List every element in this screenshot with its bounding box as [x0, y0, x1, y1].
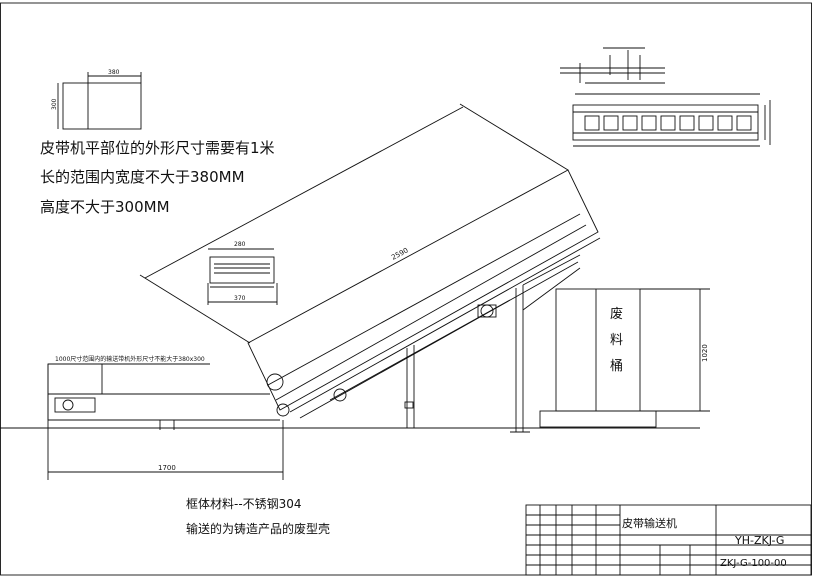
- incline-conveyor: [139, 103, 601, 419]
- support-legs: [400, 254, 581, 433]
- title-block-name: 皮带输送机: [622, 516, 677, 530]
- dim-box-width: 380: [108, 69, 120, 76]
- title-block-drawing-no: ZKJ-G-100-00: [720, 558, 787, 569]
- dim-bin-height: 1020: [701, 344, 709, 362]
- dim-flat-note: 1000尺寸范围内的输送带机外形尺寸不能大于380x300: [55, 355, 205, 363]
- dim-section-bottom: 370: [234, 295, 246, 302]
- detail-views: [560, 47, 771, 147]
- note-line-3: 高度不大于300MM: [40, 198, 170, 216]
- dim-incline-length: 2590: [390, 246, 409, 261]
- dim-box-height: 300: [51, 98, 58, 110]
- note-purpose: 输送的为铸造产品的废型壳: [186, 522, 331, 536]
- note-material: 框体材料--不锈钢304: [186, 497, 302, 511]
- bin-label-3: 桶: [610, 359, 623, 374]
- title-block: [525, 504, 812, 576]
- dim-section-top: 280: [234, 241, 246, 248]
- envelope-box: [62, 82, 142, 130]
- dim-flat-length: 1700: [158, 464, 176, 472]
- waste-bin: [539, 288, 710, 428]
- title-block-code: YH-ZKJ-G: [734, 534, 784, 547]
- bin-label-1: 废: [610, 306, 623, 322]
- note-line-1: 皮带机平部位的外形尺寸需要有1米: [40, 139, 275, 157]
- bin-label-2: 料: [610, 333, 623, 348]
- note-line-2: 长的范围内宽度不大于380MM: [40, 168, 245, 186]
- belt-cross-section: [207, 248, 278, 305]
- flat-conveyor: [47, 363, 284, 480]
